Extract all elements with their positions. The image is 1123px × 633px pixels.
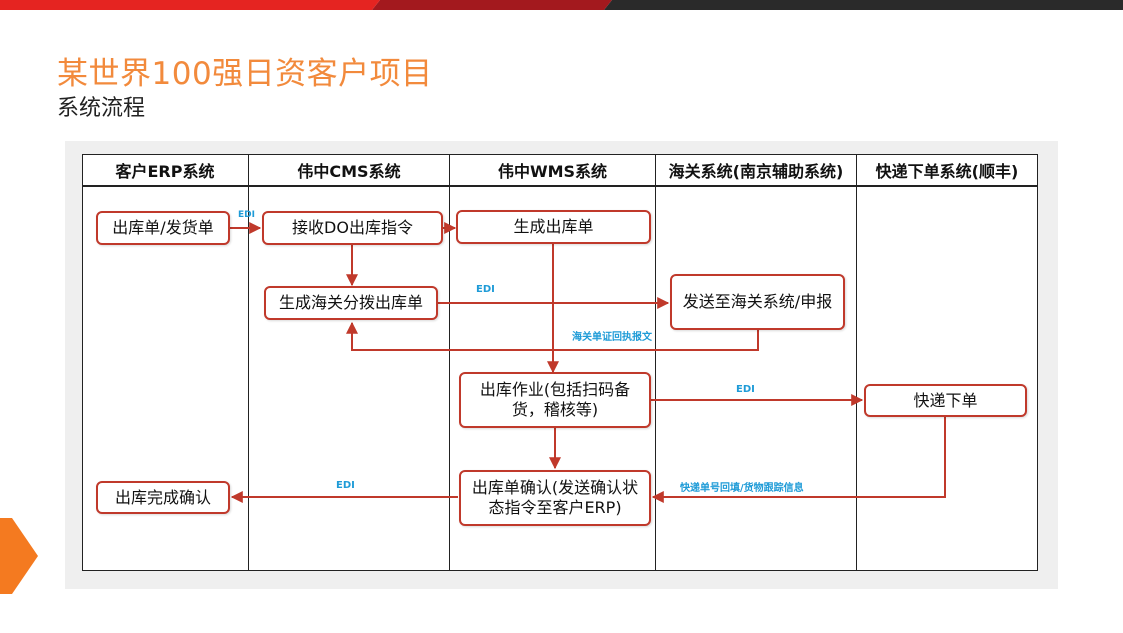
edge-label-edi: EDI <box>476 284 495 295</box>
lane-divider <box>248 154 249 571</box>
edge-label-edi: EDI <box>736 384 755 395</box>
node-receive-do: 接收DO出库指令 <box>262 211 443 245</box>
lane-header-customs: 海关系统(南京辅助系统) <box>668 162 844 181</box>
node-pick-operation: 出库作业(包括扫码备货，稽核等) <box>459 372 651 428</box>
lane-divider <box>449 154 450 571</box>
top-accent-bar <box>0 0 1123 10</box>
edge-label-express-tracking: 快递单号回填/货物跟踪信息 <box>680 483 804 494</box>
node-create-outbound: 生成出库单 <box>456 210 651 244</box>
lane-divider <box>856 154 857 571</box>
node-confirm-outbound: 出库单确认(发送确认状态指令至客户ERP) <box>459 470 651 526</box>
side-accent-tab <box>0 518 40 602</box>
lane-header-wms: 伟中WMS系统 <box>497 162 608 181</box>
header-divider <box>82 185 1038 187</box>
lane-header-express: 快递下单系统(顺丰) <box>875 162 1019 181</box>
node-outbound-order: 出库单/发货单 <box>96 211 230 245</box>
node-send-customs: 发送至海关系统/申报 <box>670 274 845 330</box>
lane-divider <box>655 154 656 571</box>
lane-header-cms: 伟中CMS系统 <box>297 162 401 181</box>
edge-label-customs-receipt: 海关单证回执报文 <box>572 332 652 343</box>
edge-label-edi: EDI <box>238 210 255 220</box>
node-outbound-complete: 出库完成确认 <box>96 481 230 514</box>
node-customs-allocation: 生成海关分拨出库单 <box>264 286 438 320</box>
edge-label-edi: EDI <box>336 480 355 491</box>
page-title: 某世界100强日资客户项目 <box>57 56 433 92</box>
lane-header-erp: 客户ERP系统 <box>115 162 215 181</box>
page-subtitle: 系统流程 <box>57 96 146 121</box>
node-express-order: 快递下单 <box>864 384 1027 417</box>
